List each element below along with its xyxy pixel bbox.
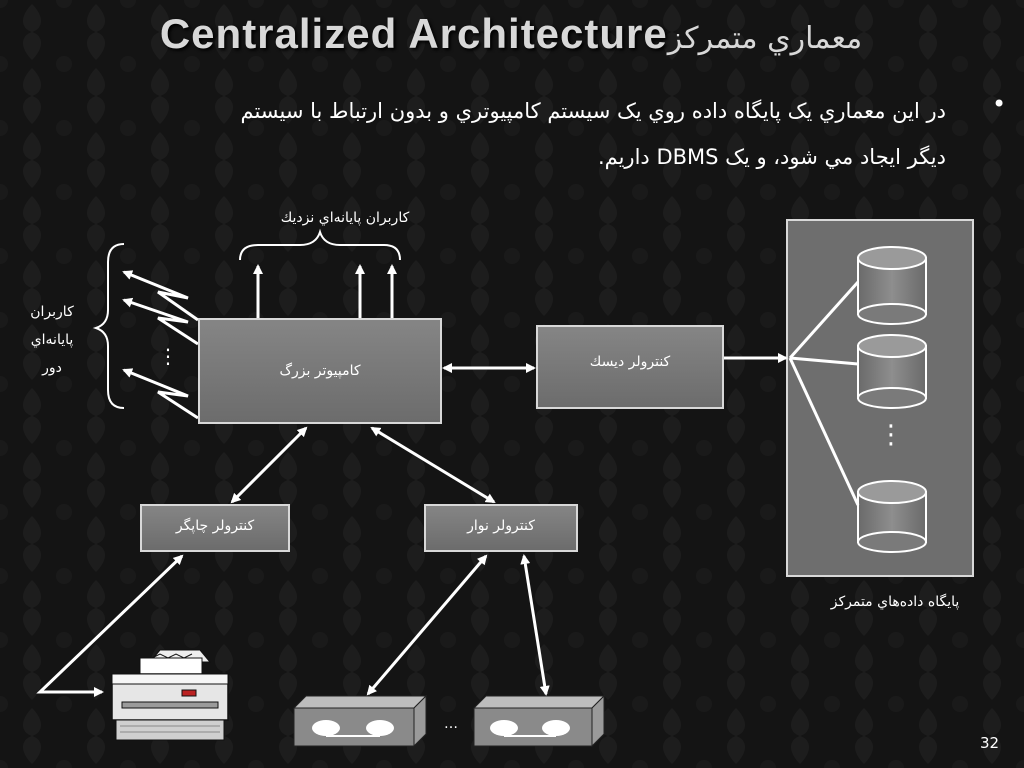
tape-link-1 (366, 554, 488, 696)
tape-controller-box: کنترولر نوار (424, 504, 578, 552)
mainframe-printer-arrow (230, 426, 308, 504)
bullet-text: در اين معماري يک پايگاه داده روي يک سيست… (16, 88, 946, 180)
slide-title: Centralized Architectureمعماري متمركز (0, 10, 1024, 58)
tape-drive-2 (472, 694, 606, 748)
mainframe-box: کامپيوتر بزرگ (198, 318, 442, 424)
page-number: 32 (980, 734, 1000, 752)
printer-icon (111, 649, 229, 741)
mainframe-tape-arrow (370, 426, 496, 504)
database-cylinder-3 (857, 480, 927, 553)
disk-controller-box: کنترولر ديسك (536, 325, 724, 409)
title-english: Centralized Architecture (159, 10, 668, 57)
database-dots: ⋮ (878, 420, 904, 450)
near-users-label: کاربران پايانه‌اي نزديك (280, 210, 410, 226)
remote-users-brace (92, 243, 125, 409)
printer-link (36, 554, 184, 697)
remote-users-line-1: کاربران (30, 304, 74, 320)
title-persian: معماري متمركز (667, 21, 863, 56)
tape-drives-dots: … (444, 716, 458, 732)
remote-users-line-3: دور (42, 360, 62, 376)
bullet-line-2: ديگر ايجاد مي شود، و يک DBMS داريم. (597, 145, 946, 169)
central-db-label: پايگاه داده‌هاي متمركز (830, 594, 960, 610)
bullet-marker: • (992, 90, 1007, 118)
tape-link-2 (520, 554, 550, 696)
remote-users-label: کاربران پايانه‌اي دور (14, 298, 90, 382)
printer-controller-label: کنترولر چاپگر (175, 518, 255, 534)
near-users-brace (239, 228, 401, 261)
printer-controller-box: کنترولر چاپگر (140, 504, 290, 552)
remote-users-line-2: پايانه‌اي (30, 332, 74, 348)
bullet-line-1: در اين معماري يک پايگاه داده روي يک سيست… (240, 99, 946, 123)
database-cylinder-1 (857, 246, 927, 325)
mainframe-label: کامپيوتر بزرگ (279, 363, 361, 379)
near-users-arrows (253, 264, 397, 318)
disk-controller-label: کنترولر ديسك (589, 354, 671, 370)
tape-drive-1 (292, 694, 428, 748)
database-cylinder-2 (857, 334, 927, 409)
tape-controller-label: کنترولر نوار (467, 518, 535, 534)
database-fanout-lines (788, 280, 860, 506)
remote-users-links (122, 270, 199, 420)
remote-users-dots: ⋮ (158, 344, 178, 368)
